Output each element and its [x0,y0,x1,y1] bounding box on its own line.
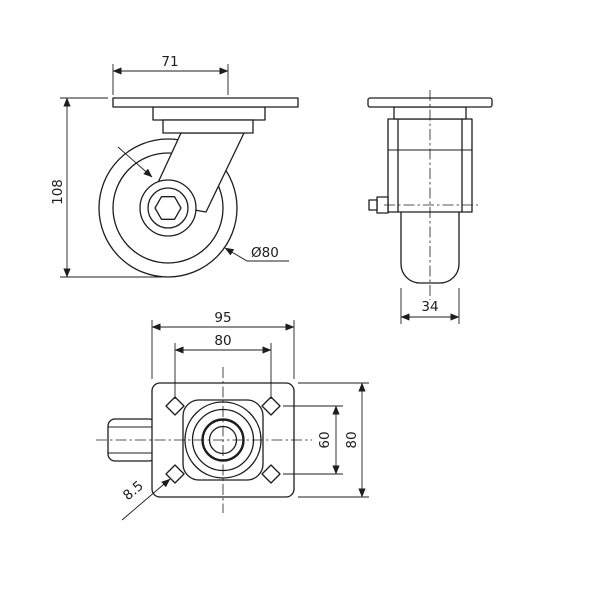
dim-label-8-5: 8.5 [120,478,147,504]
plan-view: 95 80 60 80 8.5 [96,310,369,521]
mounting-plate-front [112,97,299,108]
axle-hex-nut [154,196,182,220]
bolt-hole-bottom-right [261,464,281,484]
side-view: 34 [367,90,493,324]
dimension-bolt-spacing-horizontal: 80 [174,333,272,399]
dim-label-d80: Ø80 [251,245,279,261]
tread-pointer-line [117,146,153,178]
dim-label-95: 95 [214,310,231,326]
front-view: 71 108 Ø80 [50,54,299,278]
dimension-plate-width: 95 [151,310,295,379]
axle-bolt-tip [368,199,378,211]
bolt-hole-top-right [261,396,281,416]
dim-label-71: 71 [161,54,178,70]
dim-label-108: 108 [50,179,66,205]
dimension-height: 108 [50,97,162,278]
swivel-housing-lower [162,119,254,134]
dimension-plate-height: 80 [298,382,369,498]
dim-label-80h: 80 [214,333,231,349]
dim-label-34: 34 [421,299,438,315]
swivel-housing-upper [152,106,266,121]
dimension-bolt-spacing-vertical: 60 [283,405,343,475]
bolt-hole-bottom-left [165,464,185,484]
dimension-wheel-diameter: Ø80 [224,245,289,262]
dim-label-60: 60 [317,431,333,448]
bolt-hole-top-left [165,396,185,416]
dim-label-80v: 80 [344,431,360,448]
dimension-top-width: 71 [112,54,229,95]
wheel-tread-circle [112,152,224,264]
dimension-wheel-width: 34 [400,288,460,324]
